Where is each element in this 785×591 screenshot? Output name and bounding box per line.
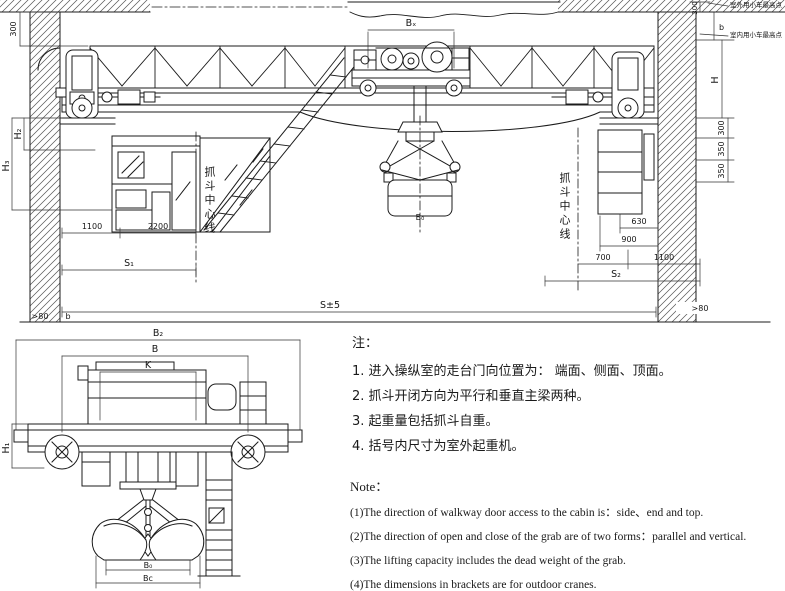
note-cn-3: 3. 起重量包括抓斗自重。 xyxy=(352,414,499,429)
elevation-view: 300 Bₓ H₂ H₃ 1100 2200 S₁ S±5 >80 b B₀ 6… xyxy=(0,0,785,323)
roof-slab xyxy=(347,1,561,18)
note-cn-2: 2. 抓斗开闭方向为平行和垂直主梁两种。 xyxy=(352,389,590,404)
outdoor-trolley-top-label: 室外用小车最高点 xyxy=(730,1,782,9)
dim-s1: S₁ xyxy=(124,258,134,269)
dim-b: B xyxy=(152,344,159,355)
dim-b0: B₀ xyxy=(416,213,425,222)
dim-gt80-left: >80 xyxy=(32,312,49,321)
dim-h: H xyxy=(710,76,721,83)
dim-900: 900 xyxy=(621,235,636,244)
dim-700: 700 xyxy=(595,253,610,262)
notes-chinese-title: 注： xyxy=(352,336,379,351)
side-view-dimensions xyxy=(11,339,301,589)
note-cn-1: 1. 进入操纵室的走台门向位置为： 端面、侧面、顶面。 xyxy=(352,364,672,379)
side-view-dim-labels: B₂ B K H₁ B₀ Bc xyxy=(1,328,163,583)
dim-1100: 1100 xyxy=(82,222,102,231)
dim-b0-side: B₀ xyxy=(144,561,153,570)
dim-stack-350a: 350 xyxy=(717,141,726,156)
note-en-2: (2)The direction of open and close of th… xyxy=(350,531,747,543)
dim-stack-350b: 350 xyxy=(717,163,726,178)
note-en-3: (3)The lifting capacity includes the dea… xyxy=(350,555,626,567)
walkway-railing xyxy=(89,45,655,89)
dim-h1: H₁ xyxy=(1,442,12,453)
note-en-1: (1)The direction of walkway door access … xyxy=(350,507,704,519)
side-view: B₂ B K H₁ B₀ Bc xyxy=(1,328,303,589)
end-truck-right xyxy=(551,51,655,119)
dim-gt80-right: >80 xyxy=(692,304,709,313)
elevation-dim-labels: 300 Bₓ H₂ H₃ 1100 2200 S₁ S±5 >80 b B₀ 6… xyxy=(1,1,726,321)
trolley xyxy=(351,41,471,123)
indoor-trolley-top-label: 室内用小车最高点 xyxy=(730,31,782,39)
dim-630: 630 xyxy=(631,217,646,226)
end-truck-left xyxy=(55,49,161,119)
right-panel xyxy=(597,129,655,215)
dim-h3: H₃ xyxy=(1,160,12,171)
dim-roof-300: 300 xyxy=(9,21,18,36)
note-cn-4: 4. 括号内尺寸为室外起重机。 xyxy=(352,439,525,454)
dim-s2: S₂ xyxy=(611,269,621,280)
notes-english: Note： (1)The direction of walkway door a… xyxy=(350,476,785,591)
notes-english-title: Note： xyxy=(350,479,389,494)
note-en-4: (4)The dimensions in brackets are for ou… xyxy=(350,579,597,591)
dim-b-right: b xyxy=(719,23,724,32)
dim-bx: Bₓ xyxy=(406,18,417,29)
sv-under-blocks xyxy=(81,451,241,577)
dim-span: S±5 xyxy=(320,300,340,311)
sv-trolley xyxy=(77,361,267,425)
dim-b2: B₂ xyxy=(153,328,164,339)
dim-b-left: b xyxy=(65,312,70,321)
bridge-girder xyxy=(61,87,655,132)
grab-centerline-label-right: 抓斗中心线 xyxy=(558,172,571,242)
dim-k: K xyxy=(145,360,152,371)
stairs xyxy=(199,57,359,233)
dim-300-topright: 300 xyxy=(691,1,699,14)
dim-stack-300: 300 xyxy=(717,120,726,135)
dim-bc: Bc xyxy=(143,574,153,583)
dim-h2: H₂ xyxy=(13,128,24,139)
building-walls xyxy=(0,0,785,323)
dim-1100-right: 1100 xyxy=(654,253,674,262)
elevation-dimensions xyxy=(11,1,735,318)
notes-chinese: 注： 1. 进入操纵室的走台门向位置为： 端面、侧面、顶面。 2. 抓斗开闭方向… xyxy=(352,332,784,459)
grab-open xyxy=(91,451,205,561)
grab-centerline-label-left: 抓斗中心线 xyxy=(203,166,216,236)
operator-cabin xyxy=(111,135,201,233)
dim-2200: 2200 xyxy=(148,222,168,231)
